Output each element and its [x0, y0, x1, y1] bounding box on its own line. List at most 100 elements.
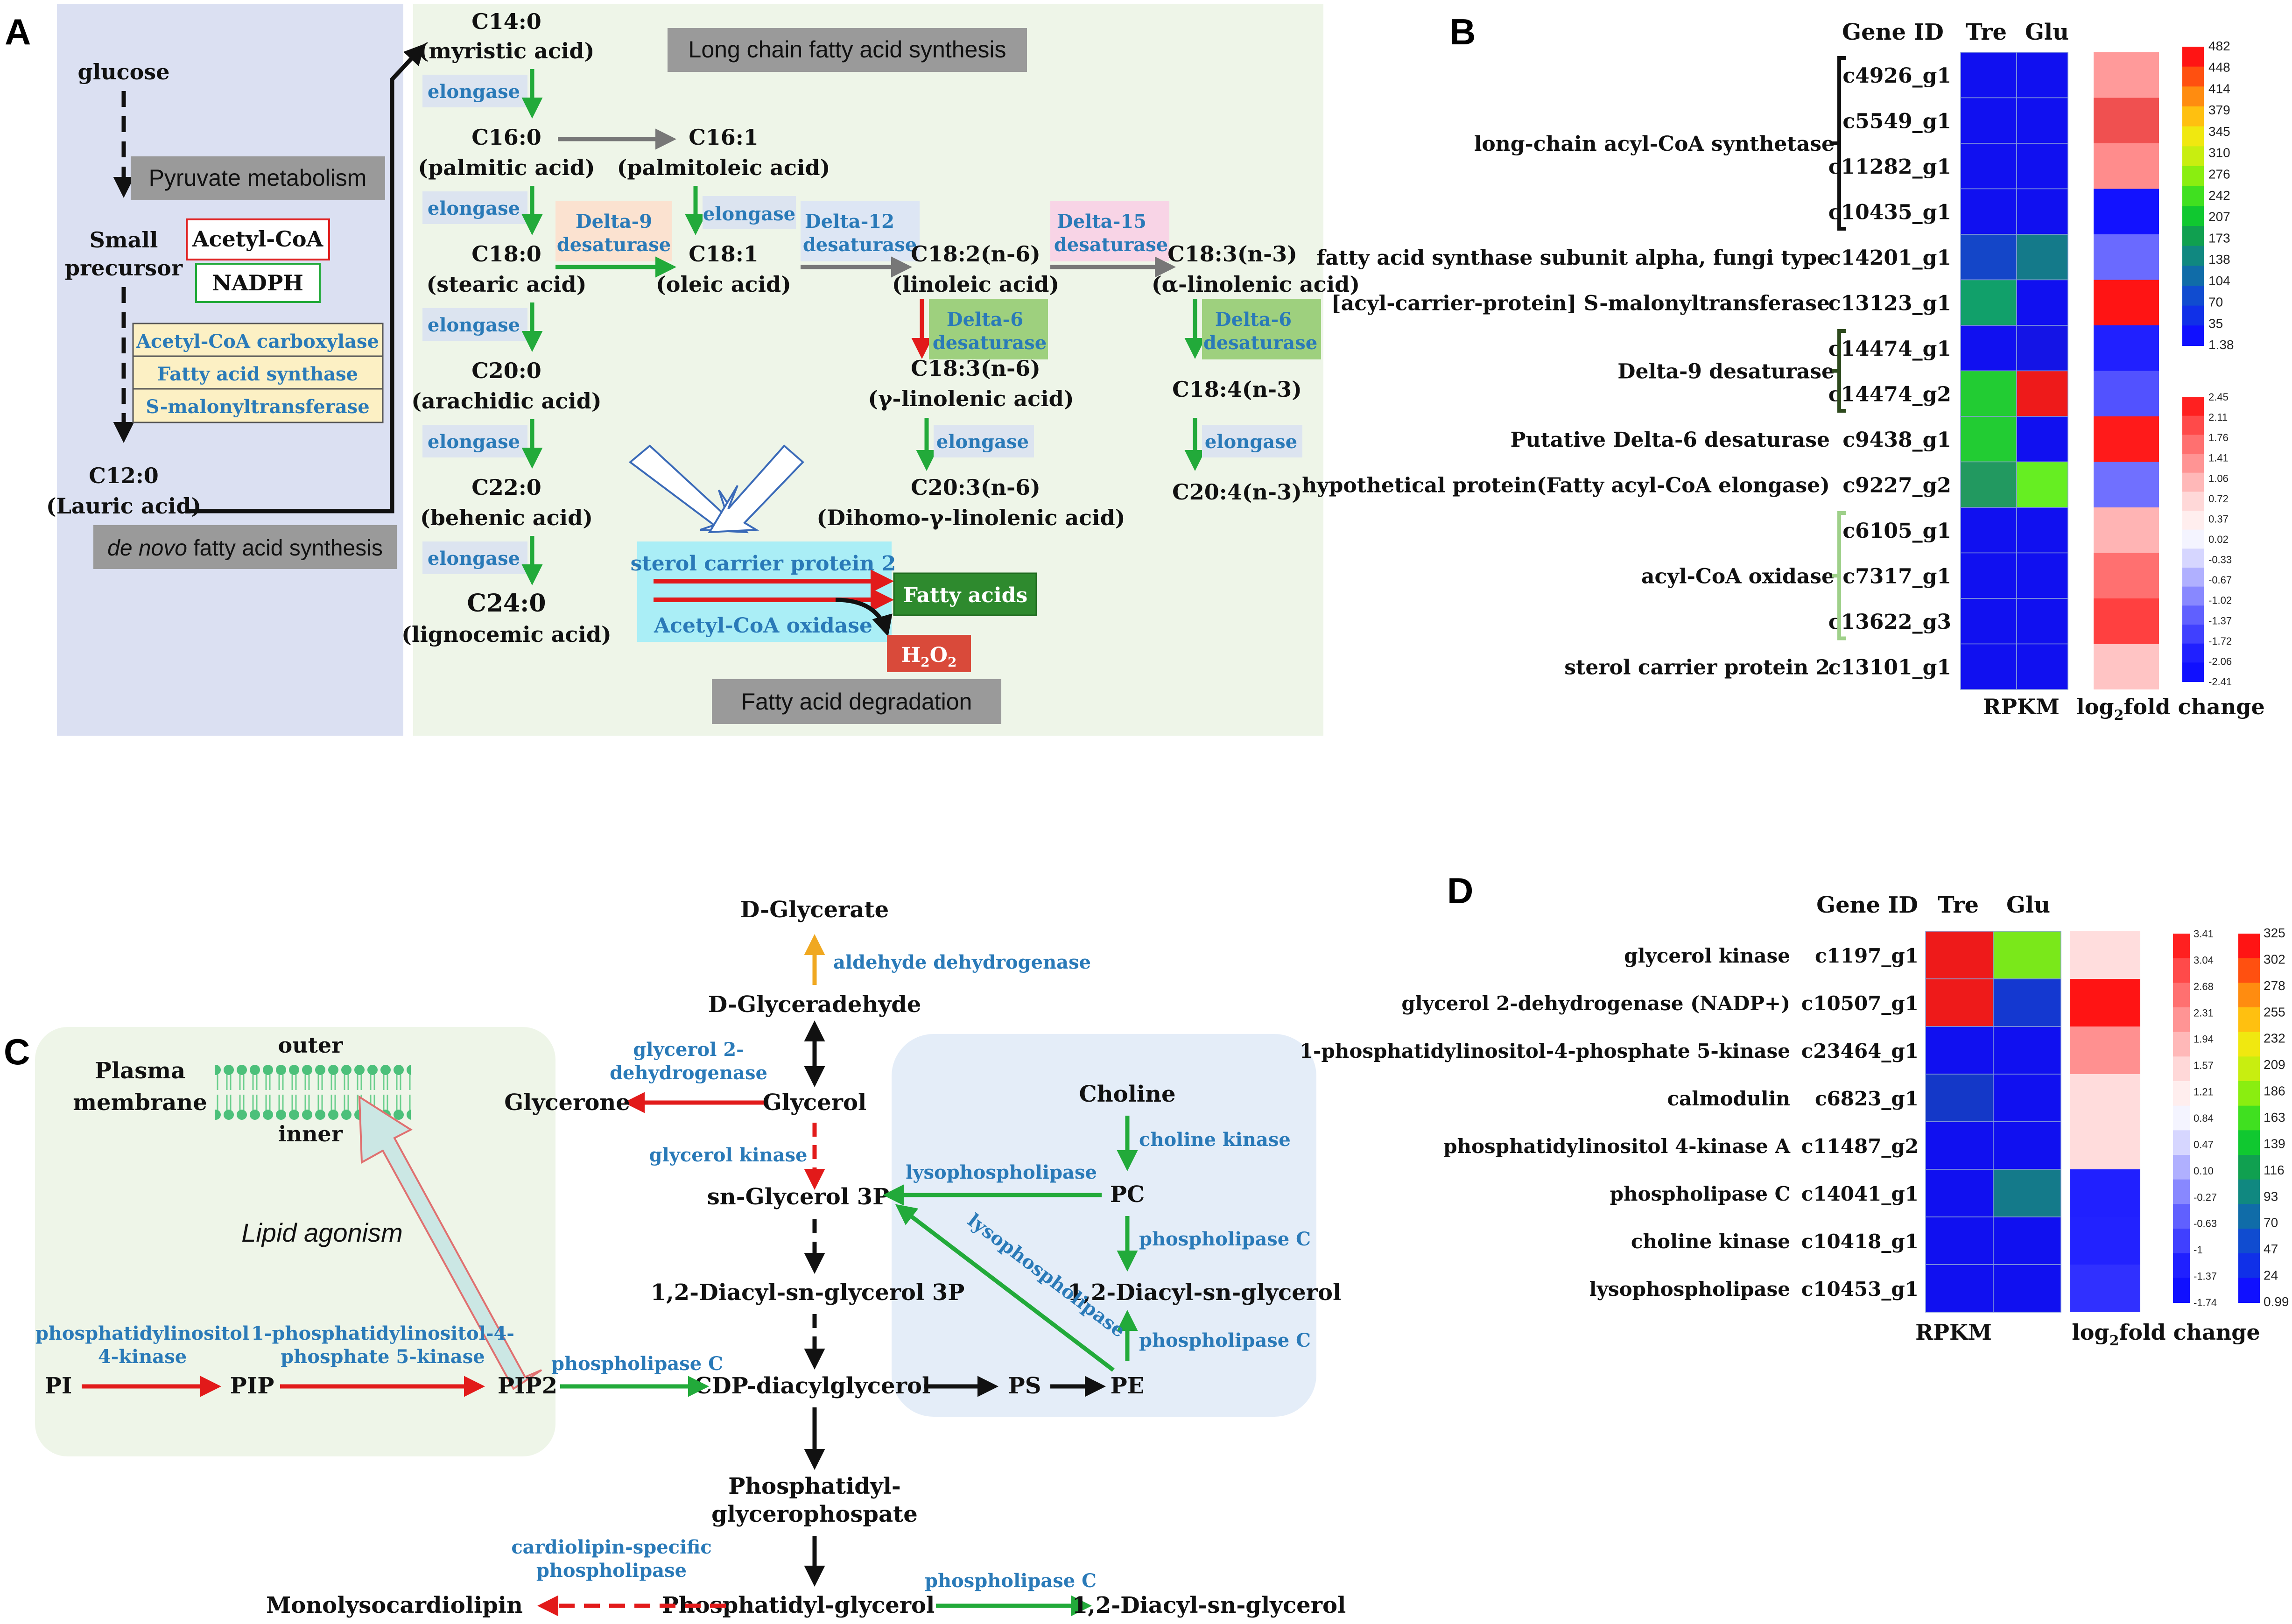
d-col-gene: Gene ID — [1816, 892, 1918, 918]
plasma-region — [35, 1027, 555, 1456]
d-name-label: lysophospholipase — [1589, 1278, 1790, 1301]
b-group-label: [acyl-carrier-protein] S-malonyltransfer… — [1331, 291, 1830, 315]
d-gene-id: c11487_g2 — [1801, 1135, 1919, 1158]
c183n6-name: (γ-linolenic acid) — [868, 386, 1074, 411]
b-cell-tre — [1960, 416, 2017, 463]
c182-label: C18:2(n-6) — [911, 241, 1041, 267]
c20-name: (arachidic acid) — [411, 388, 601, 414]
b-cell-glu — [2016, 643, 2068, 690]
scale-swatch — [2182, 454, 2204, 473]
scale-tick: 1.06 — [2208, 472, 2229, 484]
c14-name: (myristic acid) — [419, 38, 595, 63]
c203-name: (Dihomo-γ-linolenic acid) — [816, 505, 1125, 530]
lysophospholipase-1: lysophospholipase — [906, 1161, 1097, 1183]
scale-swatch — [2238, 1229, 2260, 1254]
b-cell-tre — [1960, 234, 2017, 281]
scale-tick: 0.37 — [2208, 513, 2229, 525]
d-cell-glu — [1993, 1169, 2061, 1217]
b-cell-tre — [1960, 507, 2017, 554]
scale-swatch — [2182, 186, 2204, 207]
panel-label-b: B — [1449, 11, 1476, 52]
diacyl-sn-glycerol-1: 1,2-Diacyl-sn-glycerol — [1068, 1280, 1342, 1306]
scale-swatch — [2173, 1155, 2190, 1180]
scale-swatch — [2182, 472, 2204, 492]
b-gene-id: c13101_g1 — [1828, 655, 1951, 679]
d-glyceraldehyde: D-Glyceradehyde — [708, 991, 921, 1018]
scale-swatch — [2238, 1278, 2260, 1303]
c12-name: (Lauric acid) — [46, 493, 201, 519]
scale-swatch — [2182, 435, 2204, 454]
choline-region — [892, 1034, 1316, 1417]
c183n6-label: C18:3(n-6) — [911, 356, 1041, 381]
scale-swatch — [2182, 305, 2204, 326]
delta15-label-1: Delta-15 — [1057, 211, 1146, 232]
panel-label-c: C — [4, 1031, 30, 1072]
scale-tick: 448 — [2208, 60, 2230, 75]
d-cell-tre — [1925, 931, 1994, 979]
d-color-scale-fc: 3.413.042.682.311.941.571.210.840.470.10… — [2173, 928, 2217, 1308]
b-cell-fc — [2094, 98, 2159, 143]
fa-degradation-box — [712, 679, 1001, 724]
scale-tick: 0.99 — [2264, 1294, 2289, 1309]
d-cell-fc — [2070, 1122, 2140, 1169]
b-gene-id: c11282_g1 — [1828, 155, 1951, 179]
acetyl-coa-label: Acetyl-CoA — [192, 226, 324, 252]
scale-swatch — [2173, 1179, 2190, 1205]
d-xlabel-rpkm: RPKM — [1915, 1320, 1992, 1345]
scale-swatch — [2182, 286, 2204, 306]
d-color-scale-rpkm: 325302278255232209186163139116937047240.… — [2238, 926, 2289, 1309]
b-cell-fc — [2094, 553, 2159, 598]
scale-tick: 138 — [2208, 252, 2230, 267]
b-xlabel-rpkm: RPKM — [1983, 694, 2060, 719]
d-cell-fc — [2070, 1074, 2140, 1122]
b-cell-glu — [2016, 52, 2068, 98]
cardio-2: phospholipase — [536, 1560, 687, 1582]
elongase-2: elongase — [428, 197, 520, 219]
d-col-glu: Glu — [2006, 892, 2050, 918]
scale-swatch — [2182, 586, 2204, 606]
fa-degradation-label: Fatty acid degradation — [741, 689, 972, 715]
phosphatidyl-glycerol: Phosphatidyl-glycerol — [662, 1592, 935, 1618]
panel-c: C D-Glycerate aldehyde dehydrogenase D-G… — [4, 897, 1346, 1618]
b-group-label: Putative Delta-6 desaturase — [1510, 428, 1830, 452]
scale-swatch — [2173, 1056, 2190, 1082]
c18-label: C18:0 — [471, 241, 541, 267]
scale-tick: 35 — [2208, 316, 2223, 330]
scale-tick: 70 — [2264, 1216, 2278, 1230]
b-cell-fc — [2094, 325, 2159, 371]
sn-glycerol-3p: sn-Glycerol 3P — [707, 1184, 889, 1210]
scale-tick: 104 — [2208, 274, 2230, 288]
d-cell-fc — [2070, 1217, 2140, 1265]
c22-label: C22:0 — [471, 475, 541, 500]
acetyl-coa-carboxylase: Acetyl-CoA carboxylase — [136, 330, 379, 352]
phospholipase-c-1: phospholipase C — [1139, 1228, 1311, 1250]
b-cell-tre — [1960, 143, 2017, 190]
scale-tick: 116 — [2264, 1163, 2285, 1177]
scale-tick: 70 — [2208, 295, 2223, 309]
b-cell-tre — [1960, 552, 2017, 599]
scale-tick: 207 — [2208, 210, 2230, 224]
b-cell-fc — [2094, 507, 2159, 553]
c24-label: C24:0 — [467, 589, 546, 618]
scale-swatch — [2173, 1204, 2190, 1229]
glycerol-kinase-c: glycerol kinase — [649, 1144, 808, 1166]
d-col-tre: Tre — [1938, 892, 1979, 918]
elongase-7: elongase — [936, 431, 1029, 453]
pyruvate-metabolism-label: Pyruvate metabolism — [149, 165, 367, 191]
scale-swatch — [2173, 958, 2190, 984]
pip: PIP — [230, 1373, 274, 1399]
scale-swatch — [2238, 1032, 2260, 1057]
scale-tick: -0.63 — [2194, 1218, 2217, 1230]
d-cell-glu — [1993, 978, 2061, 1027]
d-gene-id: c23464_g1 — [1801, 1040, 1919, 1062]
scale-swatch — [2182, 106, 2204, 127]
c22-name: (behenic acid) — [420, 505, 593, 530]
b-cell-glu — [2016, 370, 2068, 417]
plasma-1: Plasma — [95, 1058, 185, 1084]
scale-swatch — [2182, 548, 2204, 568]
glycerone: Glycerone — [504, 1090, 630, 1116]
c183n3-label: C18:3(n-3) — [1167, 241, 1297, 267]
scale-tick: 482 — [2208, 39, 2230, 53]
